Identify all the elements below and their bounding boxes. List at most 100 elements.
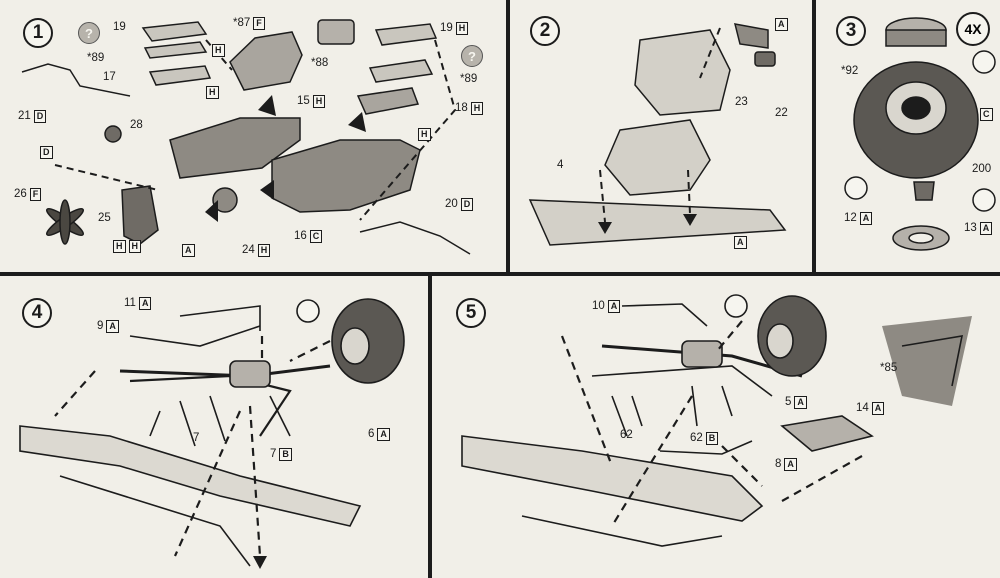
ref-letter: A (607, 300, 621, 313)
divider-horizontal (0, 272, 1000, 276)
part-88-label: *88 (311, 57, 329, 70)
part-number: 19 (440, 21, 453, 34)
step-3-number: 3 (836, 16, 866, 46)
ref-letter: A (734, 236, 747, 249)
part-number: 9 (97, 319, 104, 332)
step-5-number: 5 (456, 298, 486, 328)
part-number: 13 (964, 221, 977, 234)
ref-letter: H (455, 22, 469, 35)
ref-a-label-2: A (734, 236, 747, 249)
ref-letter: H (470, 102, 484, 115)
ref-letter: A (794, 396, 807, 409)
ref-letter: H (418, 128, 431, 141)
part-number: 14 (856, 401, 869, 414)
part-number: *87 (233, 16, 251, 29)
step-1-panel: 1 (0, 0, 506, 272)
ref-letter: A (859, 212, 873, 225)
part-number: 19 (113, 21, 126, 33)
divider-vertical-3 (428, 275, 432, 578)
part-number: *89 (87, 52, 105, 64)
step-4-panel: 4 (0, 276, 428, 578)
question-icon-2: ? (461, 45, 483, 67)
part-number: 24 (242, 243, 255, 256)
step-5-label: 5 (465, 302, 477, 323)
part-number: *89 (460, 73, 478, 85)
ref-h-label-1: H (418, 128, 431, 141)
part-number: 21 (18, 109, 31, 122)
ref-letter: A (784, 458, 797, 471)
part-89-label: *89 (87, 52, 105, 65)
part-number: 22 (775, 107, 788, 119)
ref-letter: C (309, 230, 323, 243)
part-number: 6 (368, 427, 375, 440)
ref-letter: F (29, 188, 42, 201)
step-3-drawing (844, 17, 996, 251)
step-1-number: 1 (23, 18, 53, 48)
ref-letter: F (253, 17, 265, 30)
question-mark: ? (468, 48, 476, 64)
part-85-label: *85 (880, 362, 898, 375)
part-19-box-label: H (212, 44, 225, 57)
part-number: 8 (775, 457, 782, 470)
part-number: 12 (844, 211, 857, 224)
part-28-label: 28 (130, 119, 143, 132)
ref-letter: H (257, 244, 271, 257)
step-2-drawing (528, 23, 787, 246)
ref-letter: H (312, 95, 326, 108)
quantity-text: 4X (964, 21, 982, 37)
ref-letter: A (182, 244, 195, 257)
divider-vertical-1 (506, 0, 510, 275)
ref-d-label: D (40, 146, 53, 159)
part-number: 62 (690, 431, 703, 444)
step-1-drawing (21, 19, 471, 255)
ref-letter: B (705, 432, 719, 445)
ref-letter: A (979, 222, 993, 235)
part-62-label: 62 (620, 429, 633, 442)
part-number: 7 (270, 447, 277, 460)
part-22-label: 22 (775, 107, 788, 120)
step-5-drawing (461, 294, 972, 547)
ref-letter: H (113, 240, 126, 253)
part-number: 17 (103, 71, 116, 83)
part-25-label: 25 (98, 212, 111, 225)
ref-letter: A (106, 320, 119, 333)
part-number: 15 (297, 94, 310, 107)
step-1-label: 1 (32, 22, 44, 43)
ref-letter: H (206, 86, 219, 99)
part-19-label: 19 (113, 21, 126, 34)
ref-letter: A (775, 18, 788, 31)
part-number: *88 (311, 57, 329, 69)
quantity-badge: 4X (956, 12, 990, 46)
part-number: 20 (445, 197, 458, 210)
divider-vertical-2 (812, 0, 816, 275)
part-number: *85 (880, 362, 898, 374)
part-number: 7 (193, 432, 200, 444)
part-200-label: 200 (972, 163, 991, 176)
ref-letter: A (138, 297, 152, 310)
part-89b-label: *89 (460, 73, 478, 86)
part-number: 26 (14, 187, 27, 200)
ref-letter: A (871, 402, 885, 415)
part-number: 28 (130, 119, 143, 131)
ref-h-label-3: H (206, 86, 219, 99)
part-number: 11 (124, 296, 136, 309)
part-number: 5 (785, 395, 792, 408)
